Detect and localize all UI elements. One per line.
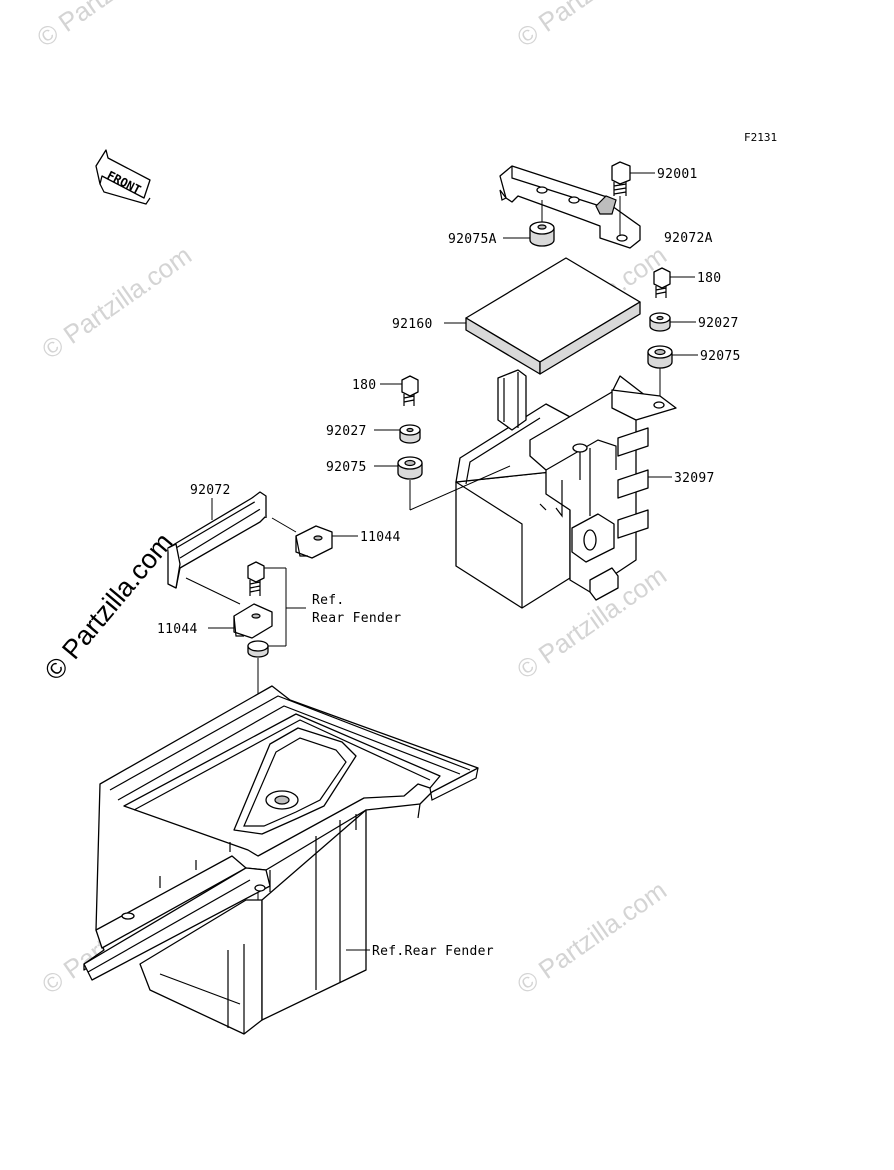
figure-code: F2131 <box>744 131 777 144</box>
label-180-left: 180 <box>352 378 376 393</box>
label-ref-2: Rear Fender <box>312 611 401 626</box>
front-arrow-icon: FRONT <box>95 149 151 205</box>
rear-fender <box>83 685 479 1035</box>
battery-clamp-bracket-92072a <box>499 165 641 249</box>
battery-strap-92072 <box>167 491 267 605</box>
label-92075-left: 92075 <box>326 460 367 475</box>
label-ref-1: Ref. <box>312 593 345 608</box>
label-92075-right: 92075 <box>700 349 741 364</box>
bracket-11044-bottom <box>208 603 273 639</box>
watermark: © Partzilla.com <box>36 240 197 365</box>
collar-92027-left <box>374 424 421 444</box>
bolt-180-right <box>653 267 695 298</box>
watermark-dark: © Partzilla.com <box>39 527 179 686</box>
battery-case-32097 <box>455 369 677 609</box>
bolt-180-left <box>380 375 419 406</box>
grommet-92075-right <box>647 345 698 402</box>
bolt-92001 <box>611 161 655 236</box>
watermark: © Partzilla.com <box>511 0 672 53</box>
bolt-lower <box>247 561 306 646</box>
label-92160: 92160 <box>392 317 433 332</box>
label-92027-right: 92027 <box>698 316 739 331</box>
damper-92075a <box>503 200 555 247</box>
bracket-11044-top <box>271 517 358 559</box>
label-92072: 92072 <box>190 483 231 498</box>
label-92027-left: 92027 <box>326 424 367 439</box>
label-11044-bottom: 11044 <box>157 622 198 637</box>
collar-92027-right <box>649 312 696 332</box>
callout-labels: 92001 92075A 92072A 180 92160 92027 9207… <box>157 167 741 959</box>
label-11044-top: 11044 <box>360 530 401 545</box>
watermark: © Partzilla.com <box>31 0 192 53</box>
label-92075a: 92075A <box>448 232 497 247</box>
label-ref-rear-fender: Ref.Rear Fender <box>372 944 494 959</box>
label-92001: 92001 <box>657 167 698 182</box>
label-180-right: 180 <box>697 271 721 286</box>
label-32097: 32097 <box>674 471 715 486</box>
watermark: © Partzilla.com <box>511 875 672 1000</box>
grommet-92075-left <box>374 456 511 511</box>
battery-pad-92160 <box>444 257 641 375</box>
label-92072a: 92072A <box>664 231 713 246</box>
